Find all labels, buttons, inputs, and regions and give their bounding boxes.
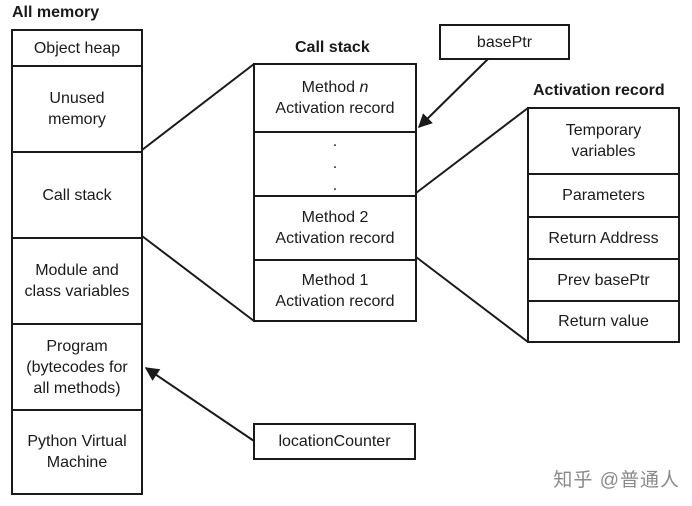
expand-line-top xyxy=(141,63,255,151)
call-stack-box: Method n Activation record . . . Method … xyxy=(253,63,417,322)
method-n-label: Method n xyxy=(302,77,369,98)
return-address-field: Return Address xyxy=(529,216,678,258)
program-label-3: all methods) xyxy=(33,379,121,397)
method-2-activation-label: Activation record xyxy=(275,230,395,247)
parameters-label: Parameters xyxy=(562,187,645,204)
location-counter-arrow xyxy=(144,367,255,442)
expand-line-bottom xyxy=(141,235,255,322)
record-expand-line-bottom xyxy=(415,256,529,343)
baseptr-arrow xyxy=(418,58,489,128)
record-expand-line-top xyxy=(415,107,529,194)
unused-memory-label-2: memory xyxy=(48,111,106,128)
program-label-1: Program xyxy=(46,337,108,355)
return-value-label: Return value xyxy=(558,313,649,330)
method-2-record: Method 2 Activation record xyxy=(255,195,415,259)
prev-baseptr-field: Prev basePtr xyxy=(529,258,678,300)
return-address-label: Return Address xyxy=(548,229,659,247)
object-heap-label: Object heap xyxy=(33,39,121,57)
module-variables-label-2: class variables xyxy=(24,283,130,300)
parameters-field: Parameters xyxy=(529,173,678,216)
unused-memory-label-1: Unused xyxy=(49,90,105,107)
all-memory-box: Object heap Unused memory Call stack Mod… xyxy=(11,29,143,495)
program-label-2: (bytecodes for xyxy=(26,358,128,376)
python-vm-label-2: Machine xyxy=(46,454,108,471)
object-heap-cell: Object heap xyxy=(13,31,141,65)
baseptr-cell: basePtr xyxy=(441,26,568,58)
prev-baseptr-label: Prev basePtr xyxy=(557,271,650,289)
activation-record-title: Activation record xyxy=(533,82,665,99)
method-1-activation-label: Activation record xyxy=(275,292,395,310)
baseptr-box: basePtr xyxy=(439,24,570,60)
unused-memory-cell: Unused memory xyxy=(13,65,141,151)
all-memory-title: All memory xyxy=(12,4,100,21)
method-1-record: Method 1 Activation record xyxy=(255,259,415,320)
module-variables-label-1: Module and xyxy=(35,262,119,279)
method-2-label: Method 2 xyxy=(301,209,369,226)
method-n-record: Method n Activation record xyxy=(255,65,415,131)
program-cell: Program (bytecodes for all methods) xyxy=(13,323,141,409)
module-class-variables-cell: Module and class variables xyxy=(13,237,141,323)
stack-ellipsis-cell: . . . xyxy=(255,131,415,195)
python-vm-cell: Python Virtual Machine xyxy=(13,409,141,493)
call-stack-cell: Call stack xyxy=(13,151,141,237)
ellipsis-dot-1: . xyxy=(332,133,338,150)
location-counter-box: locationCounter xyxy=(253,423,416,460)
location-counter-label: locationCounter xyxy=(278,433,391,450)
method-n-variable: n xyxy=(359,79,369,96)
temporary-variables-label-1: Temporary xyxy=(565,122,642,139)
ellipsis-dot-3: . xyxy=(332,177,338,194)
call-stack-title: Call stack xyxy=(295,39,370,56)
temporary-variables-label-2: variables xyxy=(571,143,636,160)
watermark-text: 知乎 @普通人 xyxy=(553,470,680,491)
baseptr-label: basePtr xyxy=(476,33,533,51)
activation-record-box: Temporary variables Parameters Return Ad… xyxy=(527,107,680,343)
method-1-label: Method 1 xyxy=(301,271,369,289)
return-value-field: Return value xyxy=(529,300,678,341)
python-vm-label-1: Python Virtual xyxy=(27,433,127,450)
location-counter-cell: locationCounter xyxy=(255,425,414,458)
call-stack-label: Call stack xyxy=(42,186,112,204)
method-n-prefix: Method xyxy=(301,79,360,96)
temporary-variables-field: Temporary variables xyxy=(529,109,678,173)
method-n-activation-label: Activation record xyxy=(275,100,395,117)
ellipsis-dot-2: . xyxy=(332,155,338,172)
